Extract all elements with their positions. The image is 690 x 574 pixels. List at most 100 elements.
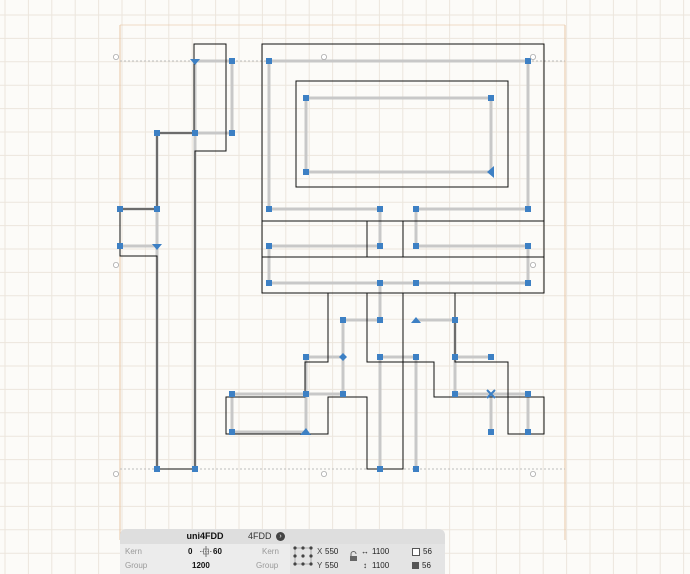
middle-bar-outline[interactable]: [261, 256, 545, 294]
glyph-nodes[interactable]: [117, 58, 531, 472]
node-point[interactable]: [525, 243, 531, 249]
metric-anchor: [530, 261, 537, 268]
node-point[interactable]: [303, 169, 309, 175]
metric-lines: [119, 24, 566, 540]
middle-left-bar-outline[interactable]: [261, 220, 368, 258]
width-symbol: ↔: [361, 547, 369, 556]
node-point[interactable]: [413, 354, 419, 360]
start-node-marker[interactable]: [300, 428, 311, 435]
position-grid-icon[interactable]: [293, 546, 313, 566]
metric-anchor: [320, 470, 327, 477]
node-point[interactable]: [303, 354, 309, 360]
node-point[interactable]: [229, 429, 235, 435]
node-point[interactable]: [525, 206, 531, 212]
nodes-filled-count: 56: [412, 561, 431, 570]
node-point[interactable]: [192, 130, 198, 136]
right-sidebearing-panel: Kern Group X 550 Y 550 ↔ 1100 ↕ 1100 56 …: [256, 544, 445, 574]
lock-icon[interactable]: [349, 551, 358, 562]
count-a: 56: [423, 547, 432, 556]
y-label: Y: [317, 561, 323, 570]
height-symbol: ↕: [363, 561, 367, 570]
node-point[interactable]: [340, 317, 346, 323]
selected-node-cross[interactable]: [486, 389, 496, 399]
square-filled-icon: [412, 562, 419, 570]
metric-anchor: [530, 54, 537, 61]
left-sidebearing-panel: Kern 0 60 Group 1200: [120, 544, 290, 574]
start-node-marker[interactable]: [152, 244, 162, 250]
glyph-unicode[interactable]: 4FDD ›: [248, 529, 286, 544]
node-point[interactable]: [525, 391, 531, 397]
node-point[interactable]: [413, 206, 419, 212]
node-point[interactable]: [525, 280, 531, 286]
node-point[interactable]: [229, 391, 235, 397]
node-point[interactable]: [117, 206, 123, 212]
node-point[interactable]: [117, 243, 123, 249]
node-point[interactable]: [154, 130, 160, 136]
node-point[interactable]: [154, 466, 160, 472]
metric-anchor: [530, 470, 537, 477]
node-point[interactable]: [340, 391, 346, 397]
info-panel: uni4FDD 4FDD › Kern 0 60 Group 1200 Kern…: [120, 529, 445, 574]
node-point[interactable]: [452, 391, 458, 397]
kern-right-value[interactable]: 60: [213, 547, 222, 556]
node-point[interactable]: [413, 280, 419, 286]
node-point[interactable]: [413, 466, 419, 472]
node-point[interactable]: [525, 429, 531, 435]
node-point[interactable]: [452, 317, 458, 323]
group-label-left: Group: [125, 561, 148, 570]
node-point[interactable]: [377, 206, 383, 212]
bottom-wood-outline[interactable]: [225, 292, 545, 470]
handle-lines: [120, 59, 530, 469]
metric-anchor: [113, 54, 120, 61]
node-point[interactable]: [488, 354, 494, 360]
x-label: X: [317, 547, 323, 556]
kern-label-left: Kern: [125, 547, 142, 556]
node-point[interactable]: [192, 466, 198, 472]
start-node-marker[interactable]: [487, 166, 494, 178]
square-outline-icon: [412, 547, 420, 556]
node-point[interactable]: [303, 391, 309, 397]
y-value[interactable]: 550: [325, 561, 339, 570]
glyph-unicode-value[interactable]: 4FDD: [248, 531, 272, 541]
node-point[interactable]: [229, 130, 235, 136]
node-point[interactable]: [266, 280, 272, 286]
kern-label-right: Kern: [262, 547, 279, 556]
metric-anchor: [320, 54, 327, 61]
node-point[interactable]: [377, 280, 383, 286]
width-value[interactable]: 1100: [372, 547, 390, 556]
node-point[interactable]: [377, 243, 383, 249]
node-point[interactable]: [266, 243, 272, 249]
kern-left-value[interactable]: 0: [188, 547, 193, 556]
x-value[interactable]: 550: [325, 547, 339, 556]
node-point[interactable]: [229, 58, 235, 64]
node-point[interactable]: [452, 354, 458, 360]
node-point[interactable]: [413, 243, 419, 249]
node-point[interactable]: [377, 317, 383, 323]
node-point[interactable]: [488, 95, 494, 101]
node-point[interactable]: [266, 58, 272, 64]
metric-anchor: [113, 470, 120, 477]
glyph-name[interactable]: uni4FDD: [186, 531, 224, 541]
smooth-node-point[interactable]: [339, 353, 347, 361]
start-node-marker[interactable]: [411, 317, 421, 323]
node-point[interactable]: [154, 206, 160, 212]
group-value[interactable]: 1200: [192, 561, 210, 570]
node-point[interactable]: [303, 95, 309, 101]
count-b: 56: [422, 561, 431, 570]
metric-anchors: [113, 54, 537, 477]
glyph-outlines[interactable]: [119, 43, 545, 470]
node-point[interactable]: [377, 466, 383, 472]
node-point[interactable]: [377, 354, 383, 360]
metric-anchor: [113, 261, 120, 268]
nodes-outline-count: 56: [412, 547, 432, 556]
left-radical-outline[interactable]: [119, 43, 227, 470]
arrow-right-circle-icon[interactable]: ›: [276, 532, 286, 542]
node-point[interactable]: [525, 58, 531, 64]
height-value[interactable]: 1100: [372, 561, 390, 570]
kern-link-icon[interactable]: [200, 546, 212, 557]
node-point[interactable]: [488, 429, 494, 435]
node-point[interactable]: [266, 206, 272, 212]
start-node-marker[interactable]: [190, 59, 200, 65]
